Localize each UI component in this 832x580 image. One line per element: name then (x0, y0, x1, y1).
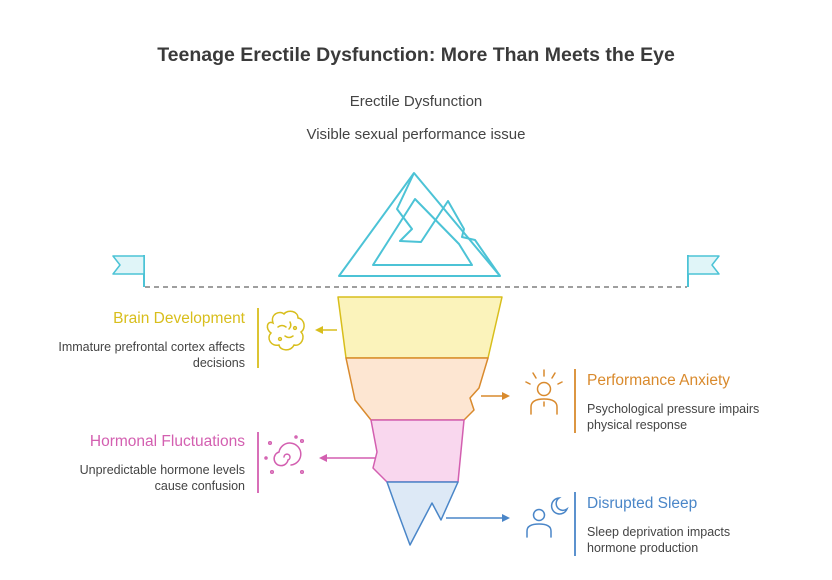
arrow-disrupted-sleep (446, 514, 510, 522)
arrow-hormonal-fluctuations (319, 454, 375, 462)
swirl-icon (264, 435, 305, 475)
stressed-person-icon (525, 369, 563, 415)
hormonal-fluctuations-title: Hormonal Fluctuations (89, 433, 245, 450)
performance-anxiety-description: Psychological pressure impairs physical … (587, 402, 760, 432)
performance-anxiety-title: Performance Anxiety (587, 372, 731, 389)
right-flag-icon (687, 255, 720, 287)
layer-hormonal-fluctuations (370, 419, 465, 483)
layer-disrupted-sleep (386, 481, 459, 546)
layer-performance-anxiety (345, 357, 489, 421)
arrow-brain-development (315, 326, 337, 334)
brain-development-description: Immature prefrontal cortex affects decis… (58, 340, 245, 370)
hormonal-fluctuations-description: Unpredictable hormone levels cause confu… (79, 463, 245, 493)
disrupted-sleep-description: Sleep deprivation impacts hormone produc… (587, 525, 731, 555)
sleeping-person-moon-icon (526, 497, 569, 538)
brain-development-title: Brain Development (113, 310, 245, 327)
disrupted-sleep-title: Disrupted Sleep (587, 495, 698, 512)
iceberg-tip-description: Visible sexual performance issue (306, 126, 526, 143)
iceberg-tip (338, 172, 501, 277)
arrow-performance-anxiety (481, 392, 510, 400)
brain-icon (266, 310, 305, 351)
diagram-title: Teenage Erectile Dysfunction: More Than … (157, 44, 675, 66)
iceberg-tip-title: Erectile Dysfunction (349, 93, 483, 110)
left-flag-icon (112, 255, 145, 287)
layer-brain-development (337, 296, 503, 359)
